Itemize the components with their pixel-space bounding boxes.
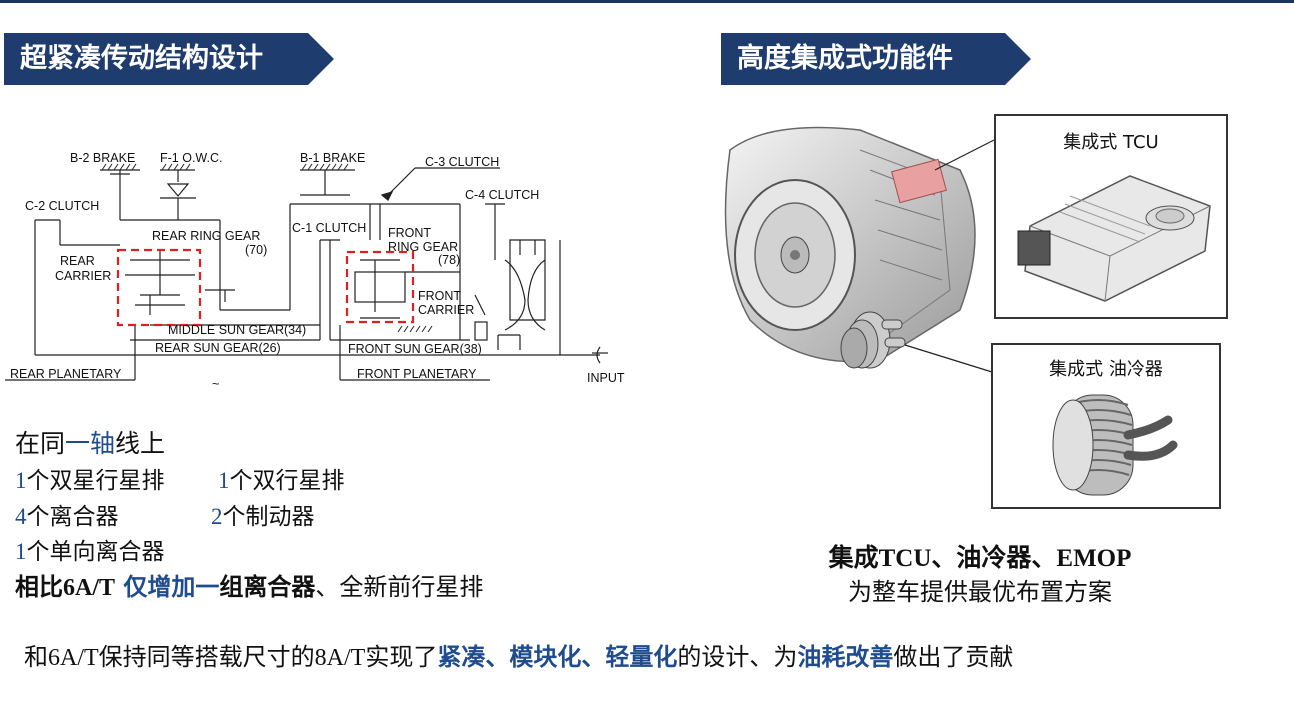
spec-highlight: 一轴	[65, 429, 116, 458]
spec-text: 在同	[15, 429, 66, 458]
left-title-text: 超紧凑传动结构设计	[20, 43, 263, 74]
footer-text: 做出了贡献	[893, 643, 1014, 671]
footer-text: 保持同等搭载尺寸的	[98, 643, 315, 671]
label-c4-clutch: C-4 CLUTCH	[465, 188, 539, 202]
label-rear-sun-gear: REAR SUN GEAR(26)	[155, 341, 281, 355]
integration-caption-line1: 集成TCU、油冷器、EMOP	[828, 545, 1132, 572]
footer-highlight: 油耗改善	[797, 643, 894, 671]
label-f1-owc: F-1 O.W.C.	[160, 151, 223, 165]
oil-cooler-part	[840, 311, 906, 369]
spec-text: 6A/T	[63, 575, 116, 601]
label-front-sun-gear: FRONT SUN GEAR(38)	[348, 342, 482, 356]
label-c3-clutch: C-3 CLUTCH	[425, 155, 499, 169]
spec-line-3: 4个离合器 2个制动器	[15, 497, 315, 531]
rear-planetary-box	[116, 248, 202, 327]
spec-text: 、全新前行星排	[315, 573, 484, 601]
label-carrier: CARRIER	[55, 269, 111, 283]
label-b1-brake: B-1 BRAKE	[300, 151, 365, 165]
spec-text: 个双行星排	[229, 468, 345, 494]
label-rear-ring-gear-teeth: (70)	[245, 243, 267, 257]
spec-number: 1	[218, 468, 230, 493]
front-planetary-box	[345, 250, 415, 324]
integration-caption-line2: 为整车提供最优布置方案	[848, 578, 1112, 606]
right-title-text: 高度集成式功能件	[737, 43, 953, 74]
footer-text: 和	[24, 643, 48, 671]
spec-text: 个离合器	[26, 504, 119, 530]
tcu-callout-box: 集成式 TCU	[994, 114, 1228, 319]
left-section-title: 超紧凑传动结构设计	[4, 33, 334, 85]
tcu-highlight	[891, 158, 947, 204]
spec-text: 个制动器	[222, 504, 315, 530]
label-ring-gear: RING GEAR	[388, 240, 458, 254]
label-front-carrier-1: FRONT	[418, 289, 461, 303]
label-front-planetary: FRONT PLANETARY	[357, 367, 477, 381]
label-front-ring-gear-teeth: (78)	[438, 253, 460, 267]
label-rear-planetary: REAR PLANETARY	[10, 367, 122, 381]
label-b2-brake: B-2 BRAKE	[70, 151, 135, 165]
spec-text: 组离合器	[219, 573, 316, 601]
oil-cooler-callout-box: 集成式 油冷器	[991, 343, 1221, 509]
footer-summary: 和6A/T保持同等搭载尺寸的8A/T实现了紧凑、模块化、轻量化的设计、为油耗改善…	[24, 637, 1013, 672]
transmission-illustration	[724, 126, 995, 373]
spec-text: 线上	[115, 429, 166, 458]
label-c1-clutch: C-1 CLUTCH	[292, 221, 366, 235]
tcu-label: 集成式 TCU	[1063, 132, 1159, 153]
spec-number: 1	[15, 539, 27, 564]
label-c2-clutch: C-2 CLUTCH	[25, 199, 99, 213]
spec-text: 相比	[15, 573, 63, 601]
spec-text: 个单向离合器	[26, 539, 165, 565]
top-rule	[0, 0, 1294, 3]
label-front: FRONT	[388, 226, 431, 240]
spec-line-2: 1个双星行星排 1个双行星排	[15, 461, 345, 495]
spec-number: 4	[15, 504, 27, 529]
spec-highlight: 仅增加一	[115, 573, 220, 601]
footer-text: 的设计、为	[677, 643, 798, 671]
footer-text: 6A/T	[48, 645, 99, 671]
spec-line-5: 相比6A/T 仅增加一组离合器、全新前行星排	[15, 567, 483, 602]
oil-cooler-icon	[1052, 394, 1178, 496]
label-tilde: ~	[212, 377, 219, 390]
label-rear: REAR	[60, 254, 95, 268]
right-section-title: 高度集成式功能件	[721, 33, 1031, 85]
spec-line-1: 在同一轴线上	[15, 424, 165, 460]
spec-number: 2	[211, 504, 223, 529]
gear-train-diagram: B-2 BRAKE F-1 O.W.C. B-1 BRAKE C-3 CLUTC…	[5, 151, 625, 390]
label-middle-sun-gear: MIDDLE SUN GEAR(34)	[168, 323, 306, 337]
tcu-module-icon	[1017, 175, 1211, 302]
footer-highlight: 紧凑、模块化、轻量化	[437, 643, 678, 671]
label-front-carrier-2: CARRIER	[418, 303, 474, 317]
footer-text: 8A/T	[314, 645, 366, 671]
spec-text: 个双星行星排	[26, 468, 165, 494]
label-rear-ring-gear: REAR RING GEAR	[152, 229, 260, 243]
spec-number: 1	[15, 468, 27, 493]
label-input: INPUT	[587, 371, 625, 385]
oil-cooler-label: 集成式 油冷器	[1049, 359, 1163, 380]
footer-text: 实现了	[365, 643, 438, 671]
spec-line-4: 1个单向离合器	[15, 532, 165, 566]
